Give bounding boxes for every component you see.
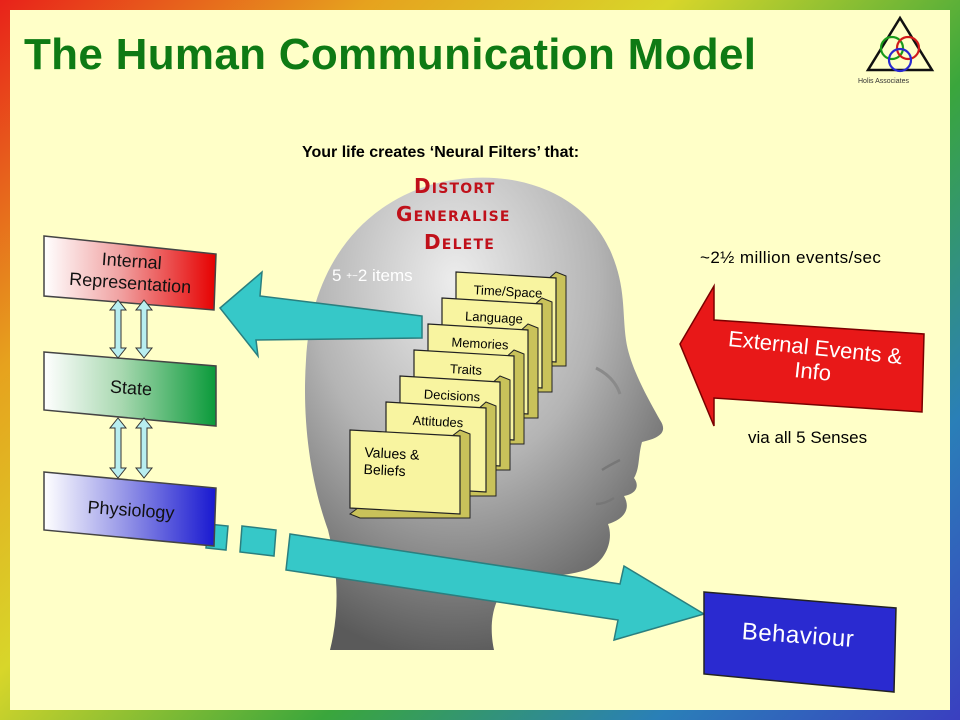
capacity-prefix: 5 bbox=[332, 266, 347, 285]
filter-card bbox=[349, 429, 461, 515]
physiology-box bbox=[43, 471, 217, 547]
state-box bbox=[43, 351, 217, 427]
internal-representation-box bbox=[43, 235, 217, 311]
logo-icon bbox=[865, 15, 935, 73]
mouth-line bbox=[595, 496, 615, 506]
event-rate-label: ~2½ million events/sec bbox=[700, 248, 882, 267]
neural-filters-subtitle: Your life creates ‘Neural Filters’ that: bbox=[302, 144, 580, 161]
slide: The Human Communication Model Holis Asso… bbox=[10, 10, 950, 710]
filter-word-delete: Delete bbox=[424, 230, 495, 254]
arrow-to-behaviour bbox=[205, 523, 706, 642]
internal-state-arrows bbox=[108, 299, 154, 359]
behaviour-box bbox=[703, 591, 897, 693]
senses-label: via all 5 Senses bbox=[748, 428, 868, 447]
plus-minus-symbol: +− bbox=[346, 271, 358, 283]
filter-card-label: Values & Beliefs bbox=[363, 443, 420, 480]
filter-word-generalise: Generalise bbox=[396, 202, 511, 226]
state-physiology-arrows bbox=[108, 417, 154, 479]
page-title: The Human Communication Model bbox=[24, 30, 757, 79]
filter-stack bbox=[348, 271, 567, 519]
external-events-arrow bbox=[679, 283, 925, 427]
capacity-suffix: 2 items bbox=[357, 266, 413, 285]
eye-line bbox=[595, 366, 622, 395]
filter-word-distort: Distort bbox=[414, 174, 496, 198]
capacity-label: 5 +−2 items bbox=[332, 266, 413, 286]
nose-line bbox=[601, 458, 621, 472]
diagram-art bbox=[43, 15, 935, 693]
arrow-to-internal-representation bbox=[218, 270, 423, 359]
logo-text: Holis Associates bbox=[858, 78, 909, 85]
